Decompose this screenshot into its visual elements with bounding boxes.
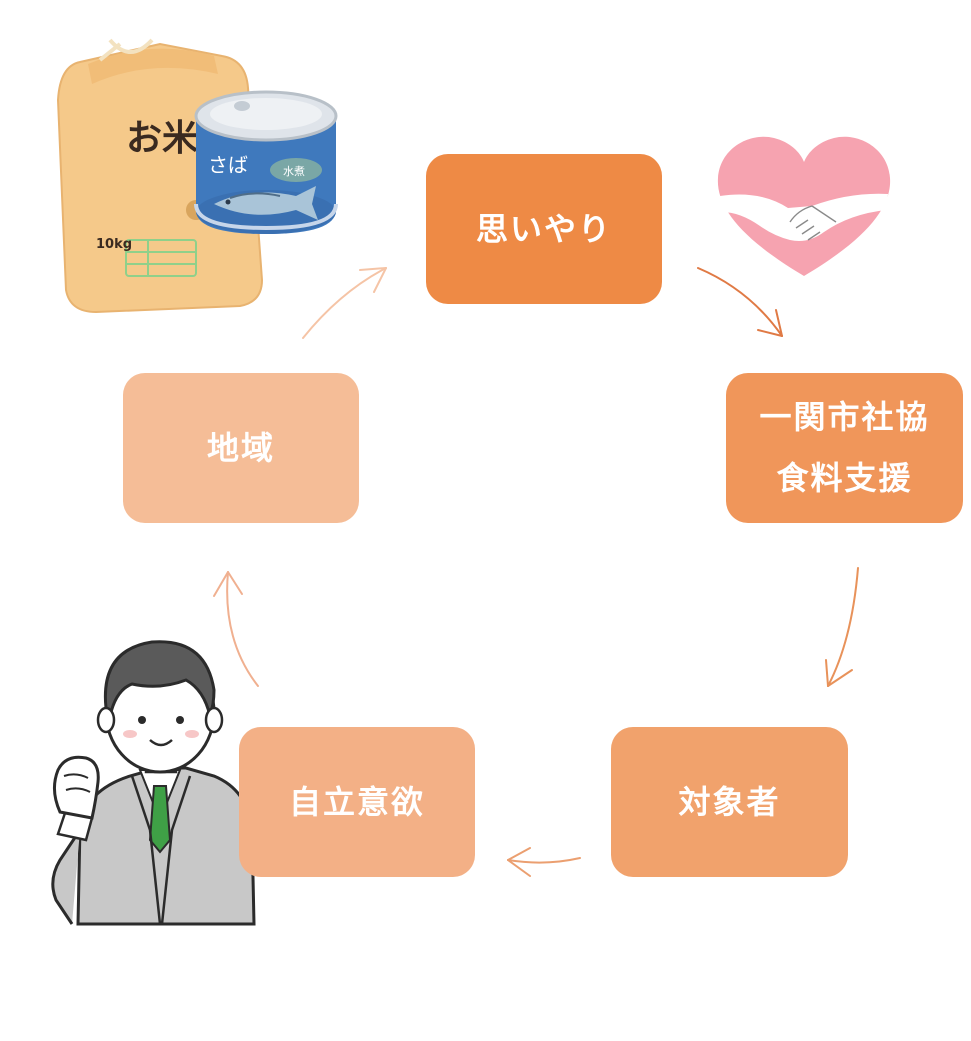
- node-taishosha-label: 対象者: [678, 782, 781, 821]
- node-omoiyari: 思いやり: [426, 154, 662, 304]
- node-jiritsu-iyoku: 自立意欲: [239, 727, 475, 877]
- node-chiiki: 地域: [123, 373, 359, 523]
- node-ichinoseki-line2: 食料支援: [776, 459, 913, 497]
- arrow-jiritsu-to-chiiki: [213, 571, 259, 687]
- rice-bag-weight: 10kg: [96, 237, 132, 252]
- arrow-ichinoseki-to-taishosha: [825, 567, 859, 687]
- node-jiritsu-label: 自立意欲: [288, 782, 425, 821]
- node-ichinoseki-food-support: 一関市社協 食料支援: [726, 373, 963, 523]
- rice-bag-label-1: お米: [126, 118, 198, 159]
- can-label: さば: [208, 153, 248, 177]
- arrow-taishosha-to-jiritsu: [507, 847, 581, 877]
- node-taishosha: 対象者: [611, 727, 848, 877]
- can-badge: 水煮: [283, 165, 305, 178]
- arrow-omoiyari-to-ichinoseki: [697, 267, 783, 337]
- node-chiiki-label: 地域: [206, 428, 275, 467]
- node-ichinoseki-line1: 一関市社協: [759, 398, 930, 437]
- arrow-chiiki-to-omoiyari: [302, 267, 387, 339]
- mackerel-can-icon: [194, 90, 338, 234]
- node-omoiyari-label: 思いやり: [475, 209, 612, 248]
